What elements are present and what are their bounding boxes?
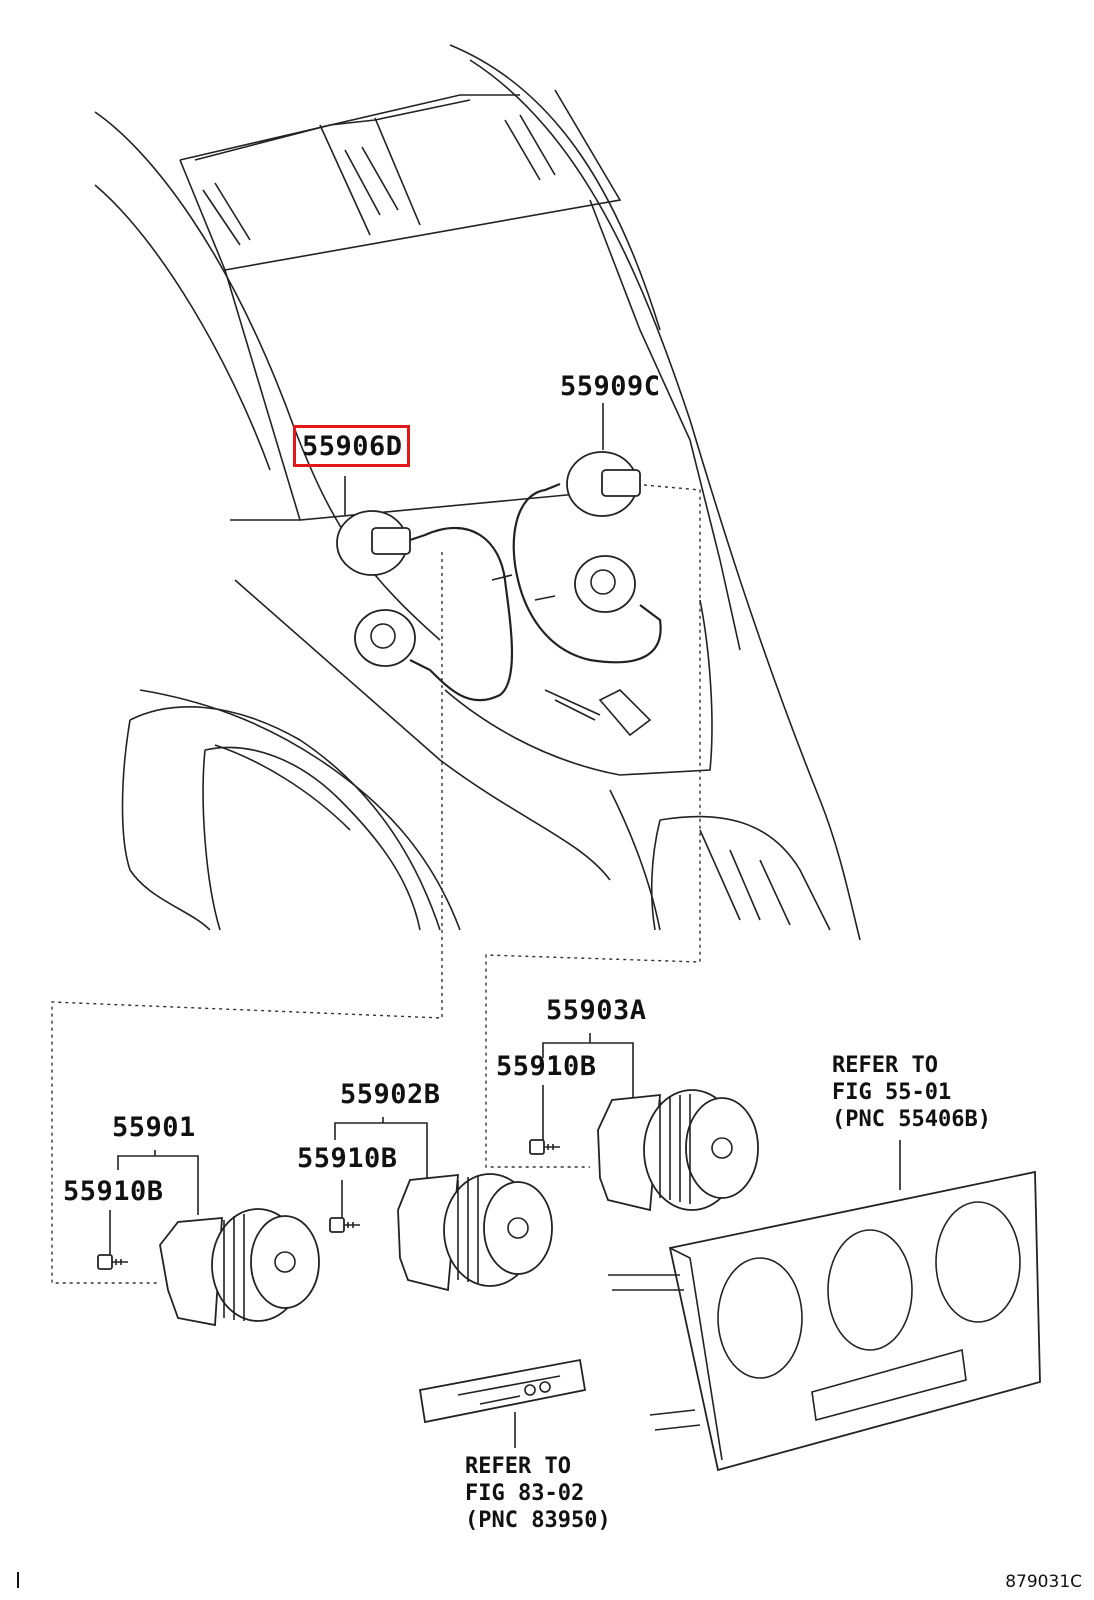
highlight-box: 55906D	[293, 425, 410, 467]
control-knob-icon	[597, 1089, 759, 1212]
bulb-harness-drawing	[336, 451, 662, 702]
screw-icon	[97, 1254, 128, 1270]
part-label-55910B[interactable]: 55910B	[496, 1051, 597, 1082]
control-panel-icon	[608, 1170, 1041, 1472]
part-label-55903A[interactable]: 55903A	[546, 995, 647, 1026]
screw-icon	[329, 1217, 360, 1233]
reference-dashed-lines	[51, 484, 701, 1284]
reference-note-fig-83-02[interactable]: REFER TO FIG 83-02 (PNC 83950)	[465, 1453, 611, 1534]
screw-icon	[529, 1139, 560, 1155]
leader-lines	[109, 403, 901, 1448]
switch-panel-icon	[418, 1358, 587, 1424]
control-knob-icon	[159, 1208, 320, 1327]
part-label-55906D[interactable]: 55906D	[293, 425, 410, 467]
bulb-socket-icon	[354, 609, 416, 667]
part-label-55910B[interactable]: 55910B	[63, 1176, 164, 1207]
corner-mark	[17, 1572, 19, 1588]
reference-note-fig-55-01[interactable]: REFER TO FIG 55-01 (PNC 55406B)	[832, 1052, 991, 1133]
reference-line: REFER TO	[832, 1053, 938, 1078]
figure-number: 879031C	[1005, 1572, 1082, 1592]
part-label-55902B[interactable]: 55902B	[340, 1079, 441, 1110]
bulb-socket-icon	[574, 555, 636, 613]
reference-line: REFER TO	[465, 1454, 571, 1479]
control-knob-icon	[397, 1173, 553, 1292]
part-label-55901[interactable]: 55901	[112, 1112, 196, 1143]
dashboard-console-drawing	[94, 44, 861, 941]
reference-line: (PNC 83950)	[465, 1508, 611, 1533]
part-label-55909C[interactable]: 55909C	[560, 371, 661, 402]
reference-line: FIG 55-01	[832, 1080, 952, 1105]
reference-line: (PNC 55406B)	[832, 1107, 991, 1132]
part-label-55910B[interactable]: 55910B	[297, 1143, 398, 1174]
reference-line: FIG 83-02	[465, 1481, 585, 1506]
